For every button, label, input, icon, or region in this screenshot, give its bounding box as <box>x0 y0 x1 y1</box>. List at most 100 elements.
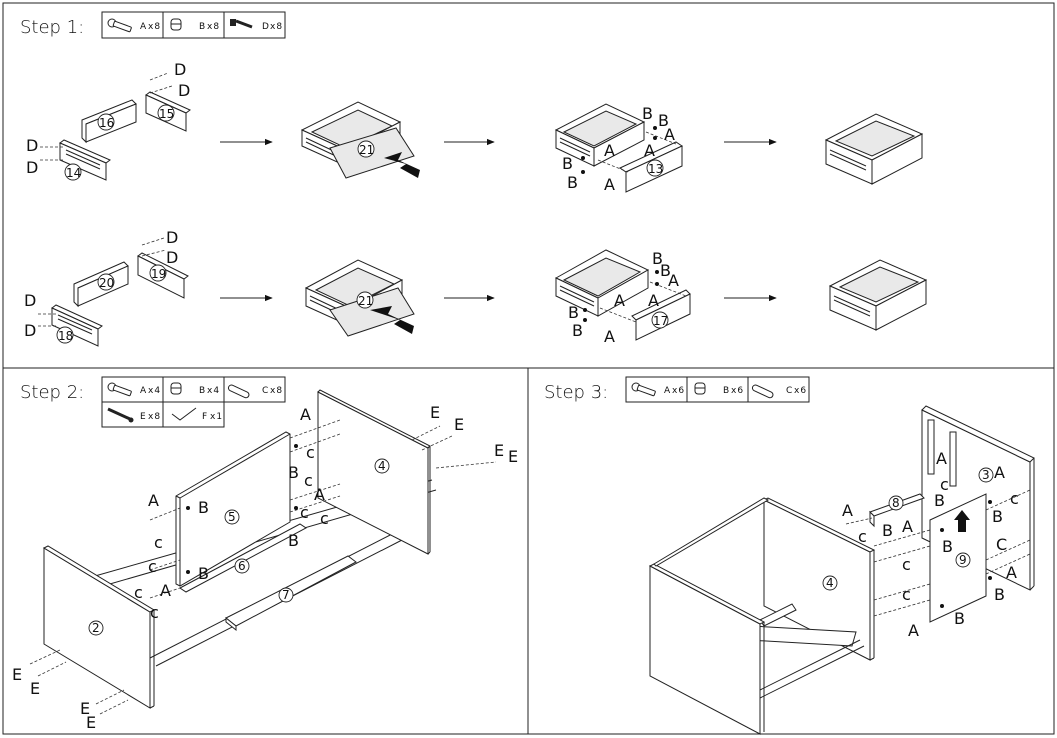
drawer-box-with-bottom-2: 21 <box>304 259 415 337</box>
panel-7: 7 <box>225 555 357 632</box>
cam-bolt-label: A <box>1006 563 1017 582</box>
dowel-label: c <box>306 443 315 462</box>
exploded-drawer-sides-1: 16 15 14 D <box>26 60 191 181</box>
cam-lock-label: B <box>567 173 578 192</box>
screw-label: D <box>166 228 178 247</box>
panel-label-18: 18 <box>56 326 74 344</box>
panel-label-13: 13 <box>646 159 664 177</box>
panel-label-21: 21 <box>357 140 375 158</box>
dowel-icon <box>227 384 250 399</box>
cam-lock-label: B <box>658 111 669 130</box>
assembled-carcass: 4 <box>648 497 876 735</box>
cam-lock-label: B <box>652 249 663 268</box>
cam-bolt-label: A <box>644 141 655 160</box>
part-c-code: C <box>262 386 269 396</box>
dowel-label: c <box>858 527 867 546</box>
part-f-count: x1 <box>210 412 223 422</box>
part-b-code: B <box>199 386 206 396</box>
part-a-code: A <box>140 22 147 32</box>
panel-2: 2 <box>42 545 156 709</box>
cam-bolt-label: A <box>160 581 171 600</box>
svg-text:16: 16 <box>99 116 114 130</box>
step1-title: Step 1: <box>20 17 84 38</box>
drawer-box-with-bottom-1: 21 <box>300 101 420 179</box>
cam-lock-label: B <box>994 585 1005 604</box>
cam-bolt-label: A <box>314 485 325 504</box>
cam-bolt-label: A <box>604 327 615 346</box>
long-screw-label: E <box>508 447 518 466</box>
completed-drawer-1 <box>824 113 924 185</box>
panel-label-21b: 21 <box>356 291 374 309</box>
hardware-callouts-step3: A A A A A A B B B B B B c c c c c C <box>842 449 1031 640</box>
cam-bolt-label: A <box>902 517 913 536</box>
dowel-label: c <box>300 503 309 522</box>
panel-4: 4 <box>317 389 431 555</box>
part-c-code: C <box>786 386 793 396</box>
insert-arrow-icon <box>370 306 414 334</box>
cam-lock-label: B <box>572 321 583 340</box>
panel-6: 6 <box>179 523 307 593</box>
part-a-count: x4 <box>148 386 161 396</box>
panel-label-16: 16 <box>97 113 115 131</box>
cam-lock-label: B <box>568 303 579 322</box>
screw-label: D <box>166 248 178 267</box>
cam-bolt-label: A <box>664 125 675 144</box>
part-e-count: x8 <box>148 412 161 422</box>
cam-bolt-icon <box>107 18 132 33</box>
screw-label: D <box>24 291 36 310</box>
cam-lock-label: B <box>562 154 573 173</box>
part-e-code: E <box>140 412 147 422</box>
part-c-count: x8 <box>270 386 283 396</box>
step2-title: Step 2: <box>20 382 84 403</box>
cam-bolt-label: A <box>908 621 919 640</box>
bracket-icon <box>171 407 197 421</box>
cam-bolt-label: A <box>604 175 615 194</box>
long-screw-label: E <box>494 441 504 460</box>
cam-lock-label: B <box>942 537 953 556</box>
completed-drawer-2 <box>828 259 928 331</box>
dowel-icon <box>751 384 774 399</box>
cam-bolt-label: A <box>842 501 853 520</box>
svg-text:3: 3 <box>982 468 990 482</box>
drawer-row-2: 20 19 18 D <box>24 228 928 347</box>
part-a-code: A <box>664 386 671 396</box>
cam-lock-label: B <box>992 507 1003 526</box>
dowel-label: c <box>320 509 329 528</box>
screw-label: D <box>178 81 190 100</box>
long-screw-label: E <box>454 415 464 434</box>
part-b-code: B <box>199 22 206 32</box>
panel-label-14: 14 <box>64 163 82 181</box>
part-c-count: x6 <box>794 386 807 396</box>
long-screw-label: E <box>30 679 40 698</box>
dowel-label: C <box>996 535 1007 554</box>
dowel-label: c <box>154 533 163 552</box>
cam-lock-label: B <box>934 491 945 510</box>
panel-5: 5 <box>175 431 291 587</box>
part-b-count: x8 <box>207 22 220 32</box>
cam-bolt-label: A <box>994 463 1005 482</box>
panel-9: 9 <box>929 493 987 623</box>
panel-label-17: 17 <box>651 311 669 329</box>
part-b-code: B <box>723 386 730 396</box>
dowel-label: c <box>940 475 949 494</box>
dowel-label: c <box>902 555 911 574</box>
part-b-count: x4 <box>207 386 220 396</box>
cam-lock-label: B <box>198 498 209 517</box>
svg-text:9: 9 <box>959 553 967 567</box>
part-f-code: F <box>202 412 208 422</box>
insert-arrow-icon <box>384 152 420 178</box>
svg-text:4: 4 <box>378 459 386 473</box>
screw-label: D <box>26 136 38 155</box>
part-d-count: x8 <box>270 22 283 32</box>
cam-bolt-label: A <box>614 291 625 310</box>
step1-section: Step 1: A x8 B x8 D x8 <box>20 11 928 347</box>
drawer-row-1: 16 15 14 D <box>26 60 924 194</box>
drawer-front-attach-2: 17 A A A A B B B B <box>554 249 691 346</box>
screw-label: D <box>174 60 186 79</box>
cam-lock-label: B <box>198 564 209 583</box>
part-a-count: x8 <box>148 22 161 32</box>
screw-label: D <box>24 321 36 340</box>
cam-lock-label: B <box>954 609 965 628</box>
cam-bolt-label: A <box>300 405 311 424</box>
